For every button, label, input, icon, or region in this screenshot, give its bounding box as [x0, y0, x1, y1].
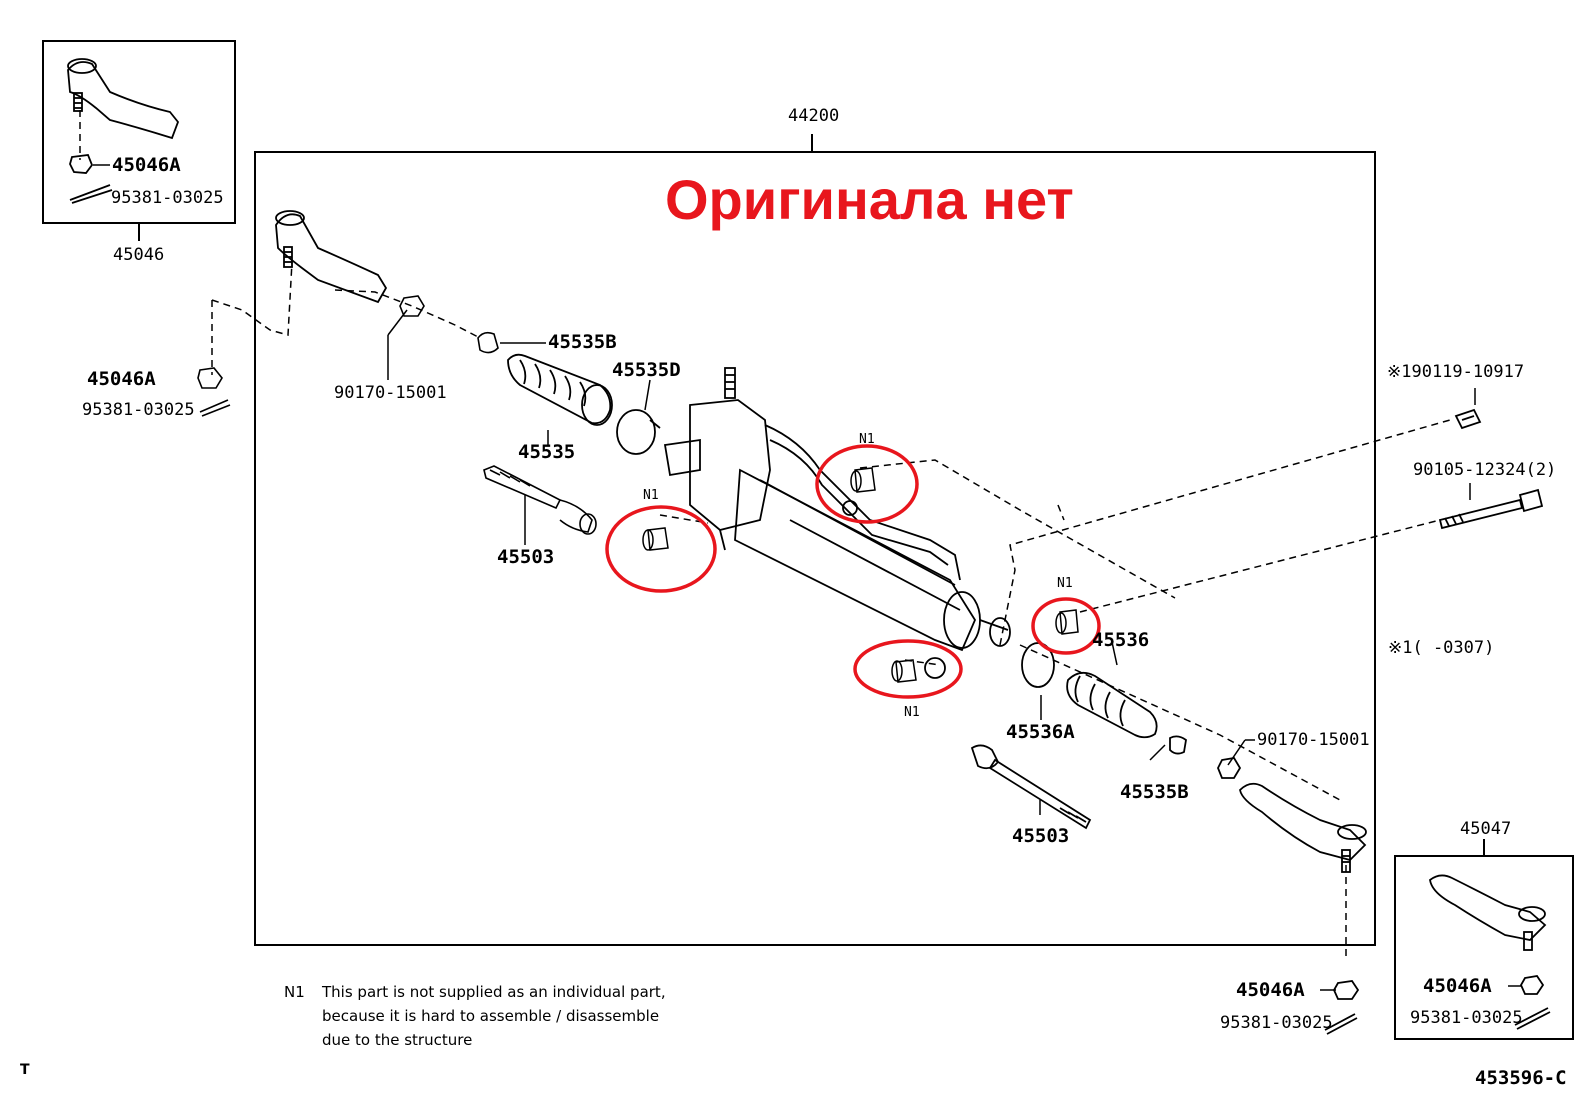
steering-rack-housing: [663, 367, 1011, 679]
label-nut-inset-right: 45046A: [1423, 975, 1492, 997]
inner-tie-rod-right: [970, 744, 1092, 830]
label-pin-inset-left: 95381-03025: [111, 188, 224, 208]
highlight-circle-1: [605, 505, 717, 593]
label-bolt-long: 90105-12324(2): [1413, 460, 1557, 480]
callout-no-original: Оригинала нет: [665, 168, 1074, 231]
label-assembly: 44200: [788, 106, 840, 126]
bolt-small: [1454, 408, 1482, 430]
note-line-2: because it is hard to assemble / disasse…: [322, 1007, 660, 1025]
label-boot-right: 45536: [1092, 629, 1150, 651]
label-end-left: 45046: [113, 245, 165, 265]
tie-rod-end-left: [275, 210, 388, 304]
label-bolt-note: ※1( -0307): [1388, 638, 1495, 658]
label-bolt-small: ※190119-10917: [1387, 362, 1525, 382]
highlight-circle-3: [1031, 597, 1101, 655]
tie-rod-end-right: [1239, 782, 1367, 873]
n1-label-4: N1: [904, 705, 920, 720]
assembly-frame: [254, 151, 1376, 946]
highlight-circles: [605, 444, 1101, 699]
label-clamp-right: 45536A: [1006, 721, 1075, 743]
nut-left: [197, 367, 223, 389]
boot-left: [507, 353, 661, 455]
pin-inset-right: [1514, 1007, 1551, 1030]
n1-label-2: N1: [859, 432, 875, 447]
label-pin-left: 95381-03025: [82, 400, 195, 420]
label-nut-bottom-right: 45046A: [1236, 979, 1305, 1001]
label-pin-bottom-right: 95381-03025: [1220, 1013, 1333, 1033]
note-key: N1: [284, 983, 305, 1001]
nut-bottom-right: [1332, 980, 1360, 1000]
highlight-circle-4: [853, 639, 963, 699]
label-clip-left: 45535B: [548, 331, 617, 353]
label-rod-right: 45503: [1012, 825, 1070, 847]
label-clamp-left: 45535D: [612, 359, 681, 381]
note-line-1: This part is not supplied as an individu…: [322, 983, 666, 1001]
inner-tie-rod-left: [483, 465, 597, 535]
lock-nut-left: [399, 295, 425, 317]
lock-nut-right: [1217, 757, 1242, 779]
n1-label-1: N1: [643, 488, 659, 503]
highlight-circle-2: [815, 444, 919, 524]
clip-left: [477, 331, 499, 354]
n1-label-3: N1: [1057, 576, 1073, 591]
clip-right: [1169, 735, 1187, 755]
tie-rod-end-right-inset: [1429, 874, 1547, 951]
label-rod-left: 45503: [497, 546, 555, 568]
label-nut-inset-left: 45046A: [112, 154, 181, 176]
label-pin-inset-right: 95381-03025: [1410, 1008, 1523, 1028]
note-line-3: due to the structure: [322, 1031, 473, 1049]
label-clip-right: 45535B: [1120, 781, 1189, 803]
tie-rod-end-left-inset: [67, 58, 180, 204]
label-end-right: 45047: [1460, 819, 1512, 839]
pin-left: [199, 399, 231, 417]
label-lock-nut-right: 90170-15001: [1257, 730, 1370, 750]
boot-right: [1066, 671, 1158, 739]
label-boot-left: 45535: [518, 441, 576, 463]
nut-inset-right: [1519, 975, 1545, 995]
pin-bottom-right: [1324, 1013, 1358, 1035]
label-fig-number: 453596-C: [1475, 1067, 1567, 1089]
bolt-long: [1438, 488, 1544, 530]
corner-mark: T: [20, 1062, 30, 1078]
label-lock-nut-left: 90170-15001: [334, 383, 447, 403]
label-nut-left: 45046A: [87, 368, 156, 390]
